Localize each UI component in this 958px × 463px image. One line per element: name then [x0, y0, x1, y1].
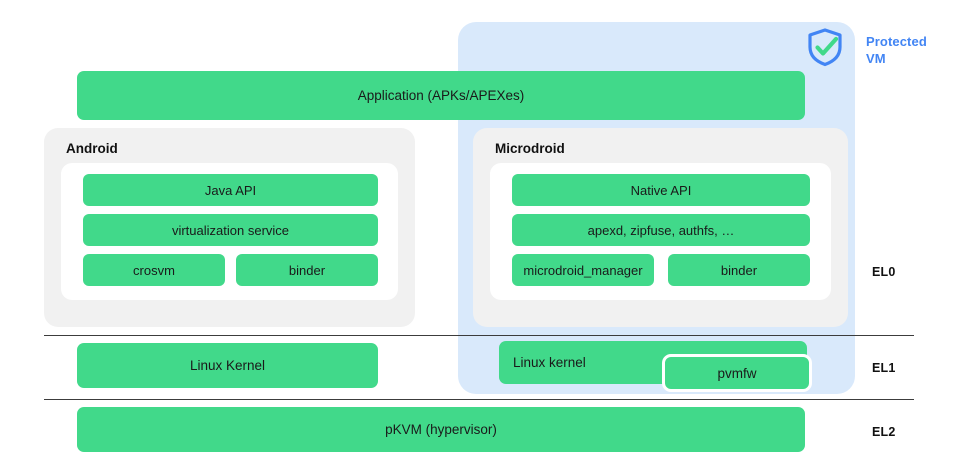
- protected-vm-label-line1: Protected: [866, 34, 927, 49]
- pvmfw-block: pvmfw: [662, 354, 812, 392]
- exception-level-el0: EL0: [872, 265, 896, 279]
- microdroid-block-native-api: Native API: [512, 174, 810, 206]
- microdroid-block-daemons: apexd, zipfuse, authfs, …: [512, 214, 810, 246]
- microdroid-block-microdroid-manager: microdroid_manager: [512, 254, 654, 286]
- shield-check-icon: [803, 25, 847, 69]
- android-inner-panel: Java API virtualization service crosvm b…: [61, 163, 398, 300]
- microdroid-container: Microdroid Native API apexd, zipfuse, au…: [473, 128, 848, 327]
- android-block-crosvm: crosvm: [83, 254, 225, 286]
- divider-el1-el2: [44, 399, 914, 400]
- microdroid-inner-panel: Native API apexd, zipfuse, authfs, … mic…: [490, 163, 831, 300]
- android-block-virtualization-service: virtualization service: [83, 214, 378, 246]
- divider-el0-el1: [44, 335, 914, 336]
- microdroid-block-binder: binder: [668, 254, 810, 286]
- exception-level-el2: EL2: [872, 425, 896, 439]
- protected-vm-label-line2: VM: [866, 51, 886, 66]
- hypervisor-block: pKVM (hypervisor): [77, 407, 805, 452]
- android-title: Android: [66, 141, 118, 156]
- android-block-java-api: Java API: [83, 174, 378, 206]
- application-block: Application (APKs/APEXes): [77, 71, 805, 120]
- android-block-binder: binder: [236, 254, 378, 286]
- host-linux-kernel-block: Linux Kernel: [77, 343, 378, 388]
- exception-level-el1: EL1: [872, 361, 896, 375]
- microdroid-title: Microdroid: [495, 141, 565, 156]
- android-container: Android Java API virtualization service …: [44, 128, 415, 327]
- protected-vm-label: Protected VM: [866, 33, 952, 67]
